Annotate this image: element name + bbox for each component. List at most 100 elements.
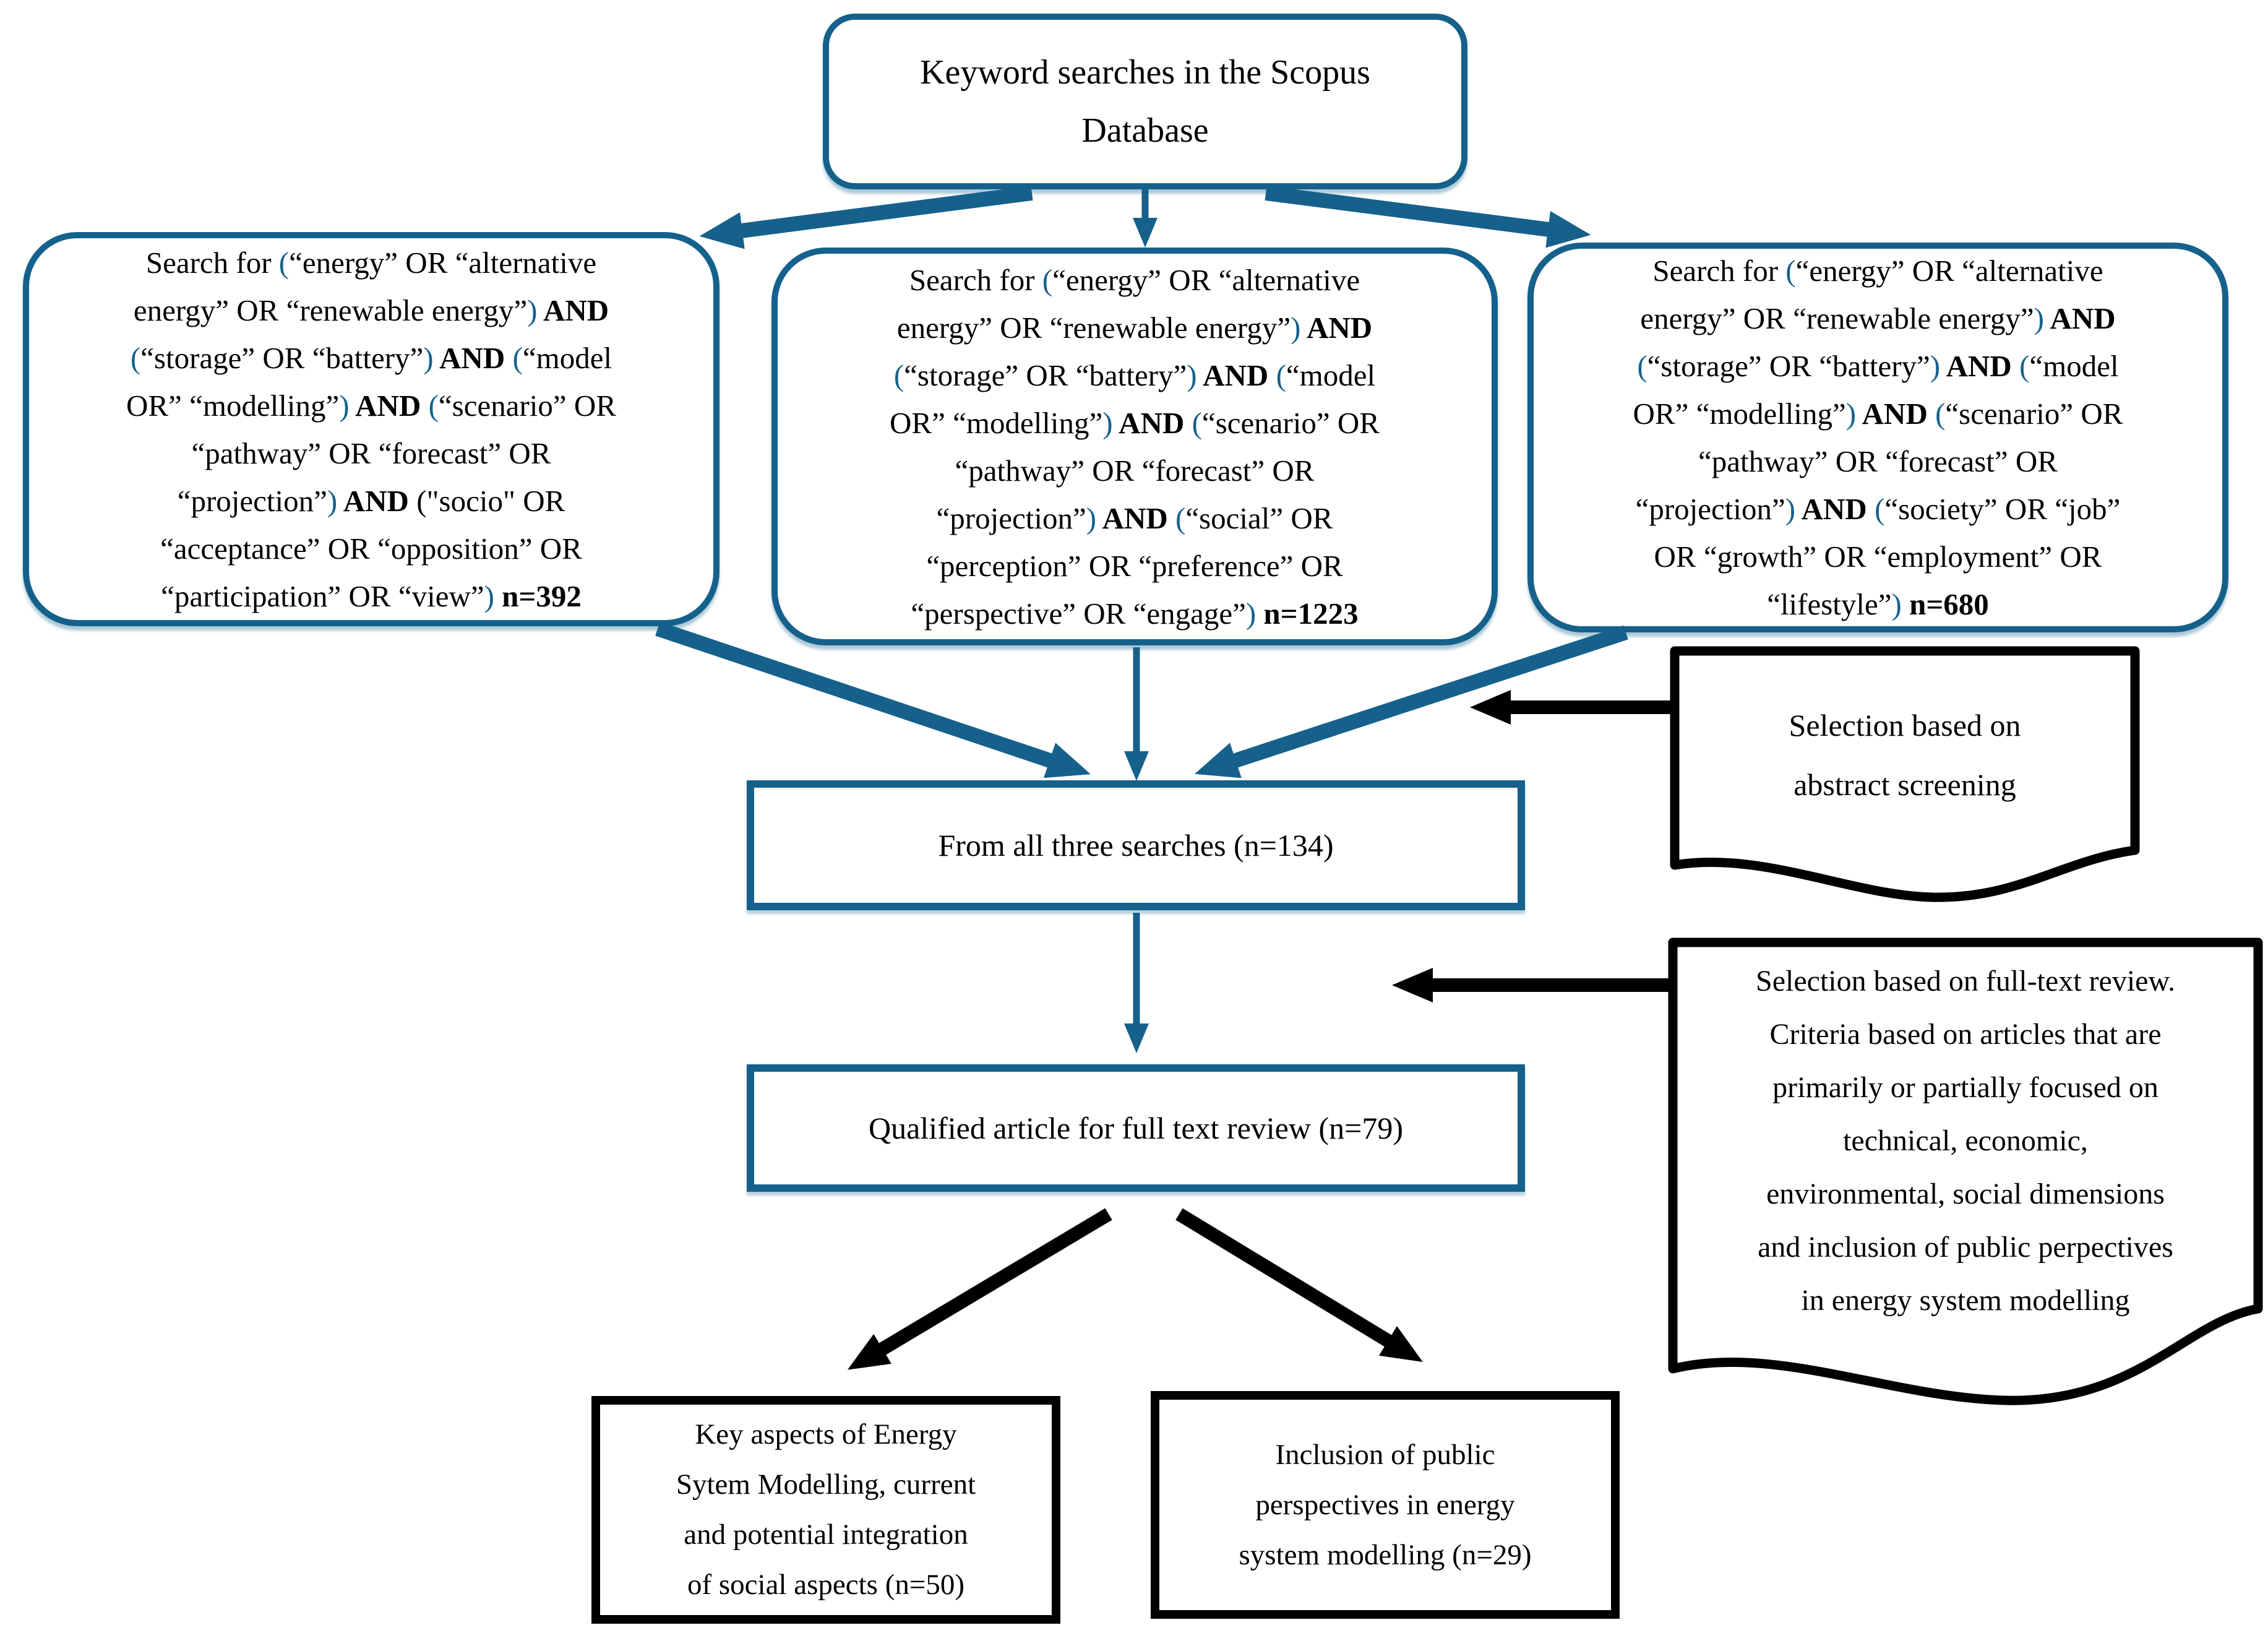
text-segment: “participation” OR “view” [161,579,484,613]
text-line: OR” “modelling”) AND (“scenario” OR [126,382,616,429]
text-line: “participation” OR “view”) n=392 [161,572,582,620]
arrow-qualified-to-key-aspects [847,1208,1112,1370]
text-segment: “projection” [177,483,327,518]
text-segment: ( [1175,501,1186,535]
document-shape-icon [1670,646,2140,902]
text-line: Search for (“energy” OR “alternative [1652,247,2103,295]
text-segment: ) [1891,587,1902,621]
text-segment: ( [1785,254,1796,288]
text-segment: AND [1940,349,2020,383]
text-segment: ) [1245,596,1256,631]
text-segment: “model [1286,358,1376,392]
text-segment: AND [1856,397,1936,431]
text-line: “pathway” OR “forecast” OR [955,447,1315,494]
qualified-articles-box: Qualified article for full text review (… [747,1064,1525,1192]
text-segment: AND [1196,358,1276,392]
text-segment: AND [1096,501,1175,535]
text-line: Keyword searches in the Scopus [920,53,1370,92]
text-segment: “scenario” OR [1945,397,2123,431]
qualified-articles-label: Qualified article for full text review (… [869,1111,1403,1145]
text-segment: “acceptance” OR “opposition” OR [160,531,582,566]
arrow-top-to-left-search [699,186,1033,249]
text-segment: AND [537,293,609,327]
text-segment: “storage” OR “battery” [140,340,424,375]
text-line: Selection based on full-text review. [1756,965,2175,997]
text-segment: ( [278,245,290,280]
text-line: in energy system modelling [1801,1284,2130,1317]
arrow-right-search-to-merge [1194,625,1628,778]
text-segment: ( [1042,262,1053,297]
text-segment: Search for [1652,254,1786,288]
text-line: (“storage” OR “battery”) AND (“model [131,334,612,382]
text-segment: “lifestyle” [1767,587,1892,621]
text-segment: “pathway” OR “forecast” OR [955,453,1315,488]
text-segment: AND [2043,301,2116,335]
text-segment: ) [327,483,338,518]
text-line: perspectives in energy [1255,1488,1515,1521]
text-segment: “scenario” OR [1201,405,1380,440]
text-line: (“storage” OR “battery”) AND (“model [1637,342,2118,390]
text-segment: ( [512,340,523,375]
text-segment: AND [1112,405,1192,440]
text-line: environmental, social dimensions [1766,1178,2165,1210]
text-line: “perspective” OR “engage”) n=1223 [911,590,1358,637]
text-segment: “energy” OR “alternative [1052,262,1360,297]
text-segment: ( [1276,358,1286,392]
text-segment: n=680 [1901,587,1989,621]
text-segment: “storage” OR “battery” [904,358,1187,392]
arrow-left-search-to-merge [655,621,1091,778]
text-line: Selection based on [1789,708,2021,743]
text-segment: ) [1291,310,1301,345]
text-segment: energy” OR “renewable energy” [133,293,528,327]
text-line: OR” “modelling”) AND (“scenario” OR [1633,390,2123,437]
text-segment: ( [428,388,439,423]
text-line: “projection”) AND (“social” OR [937,494,1333,542]
text-line: Criteria based on articles that are [1769,1018,2162,1051]
text-segment: ("socio" OR [416,483,565,518]
text-line: of social aspects (n=50) [687,1569,965,1601]
text-segment: OR” “modelling” [890,405,1103,440]
text-segment: n=1223 [1256,596,1359,631]
text-segment: “perspective” OR “engage” [911,596,1246,631]
text-segment: ) [1930,349,1941,383]
text-segment: n=392 [494,579,582,613]
text-segment: ) [339,388,350,423]
text-segment: Search for [145,245,279,280]
text-line: energy” OR “renewable energy”) AND [134,287,609,334]
text-line: “lifestyle”) n=680 [1767,580,1989,628]
text-segment: ) [527,293,538,327]
text-line: Sytem Modelling, current [676,1468,976,1501]
outcome-box-public-perspectives: Inclusion of public perspectives in energ… [1151,1391,1620,1619]
text-segment: “pathway” OR “forecast” OR [1698,444,2058,478]
text-line: Inclusion of public [1275,1438,1495,1471]
text-line: OR “growth” OR “employment” OR [1654,533,2102,580]
text-line: “pathway” OR “forecast” OR [192,429,551,477]
text-segment: ) [1845,397,1857,431]
text-segment: ) [2034,301,2044,335]
doc-fulltext-review: Selection based on full-text review. Crit… [1668,937,2263,1411]
text-line: energy” OR “renewable energy”) AND [897,304,1372,351]
text-segment: “projection” [936,501,1086,535]
text-segment: “model [2029,349,2119,383]
document-shape-icon [1668,937,2263,1405]
text-line: system modelling (n=29) [1239,1538,1532,1571]
text-segment: AND [1795,492,1875,526]
merge-results-label: From all three searches (n=134) [938,828,1334,863]
text-segment: energy” OR “renewable energy” [1640,301,2034,335]
text-line: energy” OR “renewable energy”) AND [1640,295,2115,342]
text-line: “perception” OR “preference” OR [926,542,1342,590]
text-line: Key aspects of Energy [695,1418,957,1450]
text-line: primarily or partially focused on [1772,1071,2158,1104]
text-segment: ( [130,340,141,375]
text-segment: “model [522,340,612,375]
text-segment: “energy” OR “alternative [1795,254,2103,288]
text-segment: “social” OR [1185,501,1333,535]
text-segment: OR” “modelling” [1633,397,1846,431]
